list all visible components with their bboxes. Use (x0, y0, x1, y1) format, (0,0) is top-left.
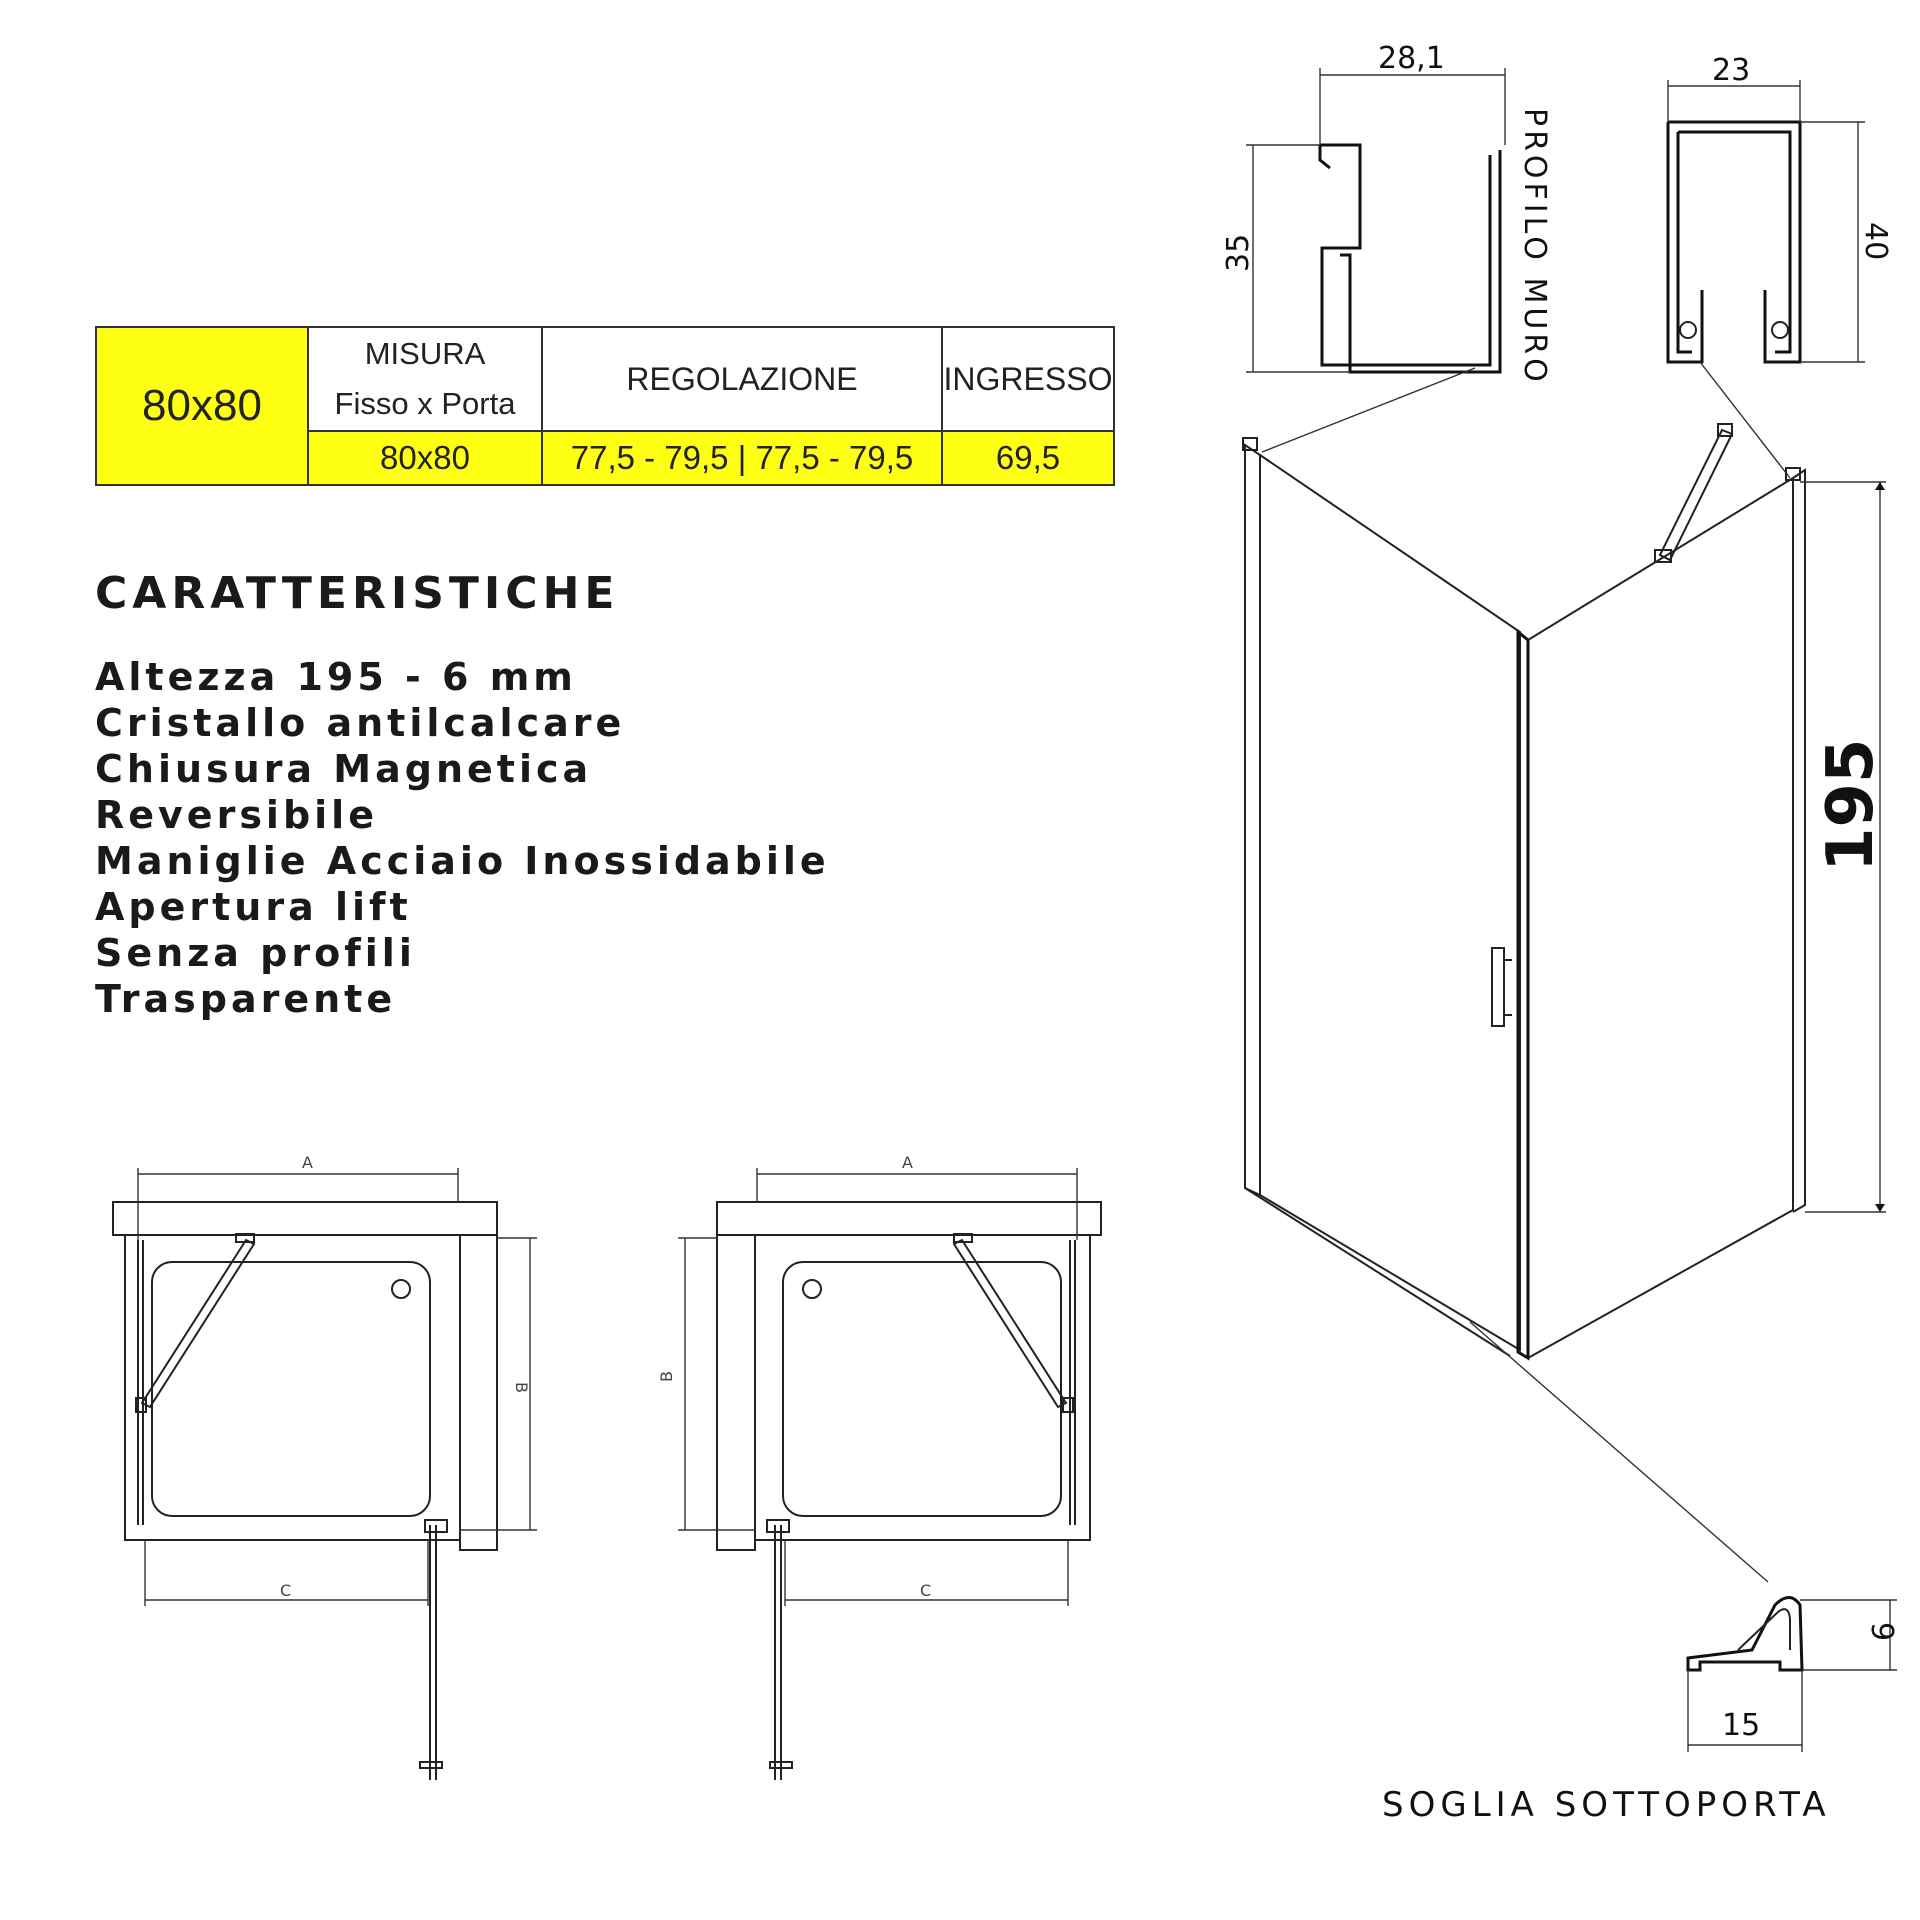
feature-item: Reversibile (95, 793, 378, 837)
plan-right-label-a: A (902, 1153, 913, 1172)
regolazione-value: 77,5 - 79,5 | 77,5 - 79,5 (541, 430, 943, 486)
ingresso-value: 69,5 (941, 430, 1115, 486)
threshold-label: SOGLIA SOTTOPORTA (1382, 1785, 1831, 1825)
feature-item: Chiusura Magnetica (95, 747, 593, 791)
feature-item: Senza profili (95, 931, 416, 975)
feature-item: Apertura lift (95, 885, 412, 929)
misura-header: MISURA Fisso x Porta (307, 326, 543, 432)
misura-subtitle: Fisso x Porta (334, 386, 516, 421)
plan-left-label-c: C (280, 1581, 291, 1600)
threshold-width-label: 15 (1722, 1708, 1760, 1743)
profile2-width-label: 23 (1712, 53, 1750, 88)
features-list: Altezza 195 - 6 mm Cristallo antilcalcar… (95, 654, 830, 1022)
plan-view-left: A B C (112, 1153, 537, 1780)
cabin-isometric (1242, 423, 1806, 1583)
plan-left-label-b: B (512, 1382, 531, 1393)
feature-item: Maniglie Acciaio Inossidabile (95, 839, 830, 883)
wall-profile-label: PROFILO MURO (1517, 108, 1552, 386)
threshold-height-label: 9 (1864, 1622, 1899, 1641)
plan-left-label-a: A (302, 1153, 313, 1172)
wall-profile-height-label: 35 (1221, 234, 1256, 272)
feature-item: Cristallo antilcalcare (95, 701, 626, 745)
misura-value: 80x80 (307, 430, 543, 486)
cabin-height-label: 195 (1814, 738, 1888, 872)
misura-title: MISURA (364, 336, 486, 371)
regolazione-header: REGOLAZIONE (541, 326, 943, 432)
wall-profile-drawing: 28,1 35 PROFILO MURO (1221, 41, 1552, 453)
spec-table: 80x80 MISURA Fisso x Porta REGOLAZIONE I… (95, 326, 1115, 486)
profile2-height-label: 40 (1858, 222, 1893, 260)
plan-right-label-c: C (920, 1581, 931, 1600)
feature-item: Altezza 195 - 6 mm (95, 655, 577, 699)
plan-view-right: A B C (657, 1153, 1102, 1780)
model-cell: 80x80 (95, 326, 309, 486)
height-dimension: 195 (1800, 481, 1888, 1213)
features-title: CARATTERISTICHE (95, 568, 620, 619)
wall-profile-width-label: 28,1 (1378, 41, 1445, 76)
threshold-drawing: 15 9 SOGLIA SOTTOPORTA (1382, 1596, 1899, 1825)
door-profile-drawing: 23 40 (1666, 53, 1893, 479)
ingresso-header: INGRESSO (941, 326, 1115, 432)
feature-item: Trasparente (95, 977, 397, 1021)
plan-right-label-b: B (657, 1371, 676, 1382)
